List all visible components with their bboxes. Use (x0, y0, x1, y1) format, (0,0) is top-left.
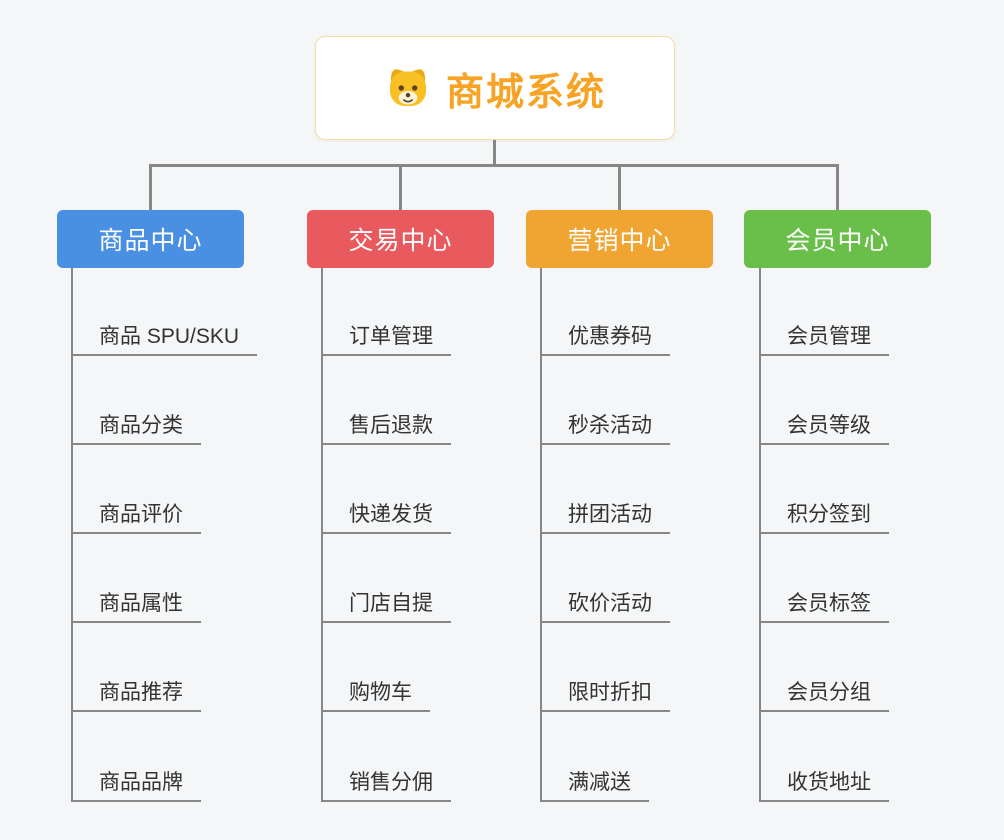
connector-line (493, 140, 496, 164)
connector-line (399, 164, 402, 210)
node-item[interactable]: 砍价活动 (540, 583, 670, 623)
connector-line (836, 164, 839, 210)
node-item[interactable]: 订单管理 (321, 316, 451, 356)
node-item[interactable]: 商品 SPU/SKU (71, 316, 258, 356)
node-item[interactable]: 商品品牌 (71, 762, 201, 802)
connector-line (618, 164, 621, 210)
node-item[interactable]: 会员等级 (759, 405, 889, 445)
node-item[interactable]: 销售分佣 (321, 762, 451, 802)
node-item[interactable]: 优惠券码 (540, 316, 670, 356)
connector-line (321, 268, 323, 802)
node-item[interactable]: 拼团活动 (540, 494, 670, 534)
branch-header-trade-center[interactable]: 交易中心 (307, 210, 494, 268)
node-item[interactable]: 会员标签 (759, 583, 889, 623)
connector-line (540, 268, 542, 802)
dog-icon (384, 64, 432, 112)
node-item[interactable]: 会员管理 (759, 316, 889, 356)
node-item[interactable]: 商品评价 (71, 494, 201, 534)
node-item[interactable]: 商品属性 (71, 583, 201, 623)
node-item[interactable]: 门店自提 (321, 583, 451, 623)
connector-line (71, 268, 73, 802)
node-item[interactable]: 限时折扣 (540, 672, 670, 712)
node-item[interactable]: 商品分类 (71, 405, 201, 445)
node-item[interactable]: 售后退款 (321, 405, 451, 445)
node-item[interactable]: 商品推荐 (71, 672, 201, 712)
root-title: 商城系统 (445, 71, 606, 114)
node-item[interactable]: 收货地址 (759, 762, 889, 802)
branch-header-member-center[interactable]: 会员中心 (744, 210, 931, 268)
node-item[interactable]: 秒杀活动 (540, 405, 670, 445)
node-item[interactable]: 购物车 (321, 672, 430, 712)
node-item[interactable]: 会员分组 (759, 672, 889, 712)
branch-header-marketing-center[interactable]: 营销中心 (526, 210, 713, 268)
connector-line (149, 164, 839, 167)
root-node[interactable]: 商城系统 (315, 36, 675, 140)
branch-header-product-center[interactable]: 商品中心 (57, 210, 244, 268)
node-item[interactable]: 满减送 (540, 762, 649, 802)
connector-line (149, 164, 152, 210)
node-item[interactable]: 快递发货 (321, 494, 451, 534)
node-item[interactable]: 积分签到 (759, 494, 889, 534)
connector-line (759, 268, 761, 802)
